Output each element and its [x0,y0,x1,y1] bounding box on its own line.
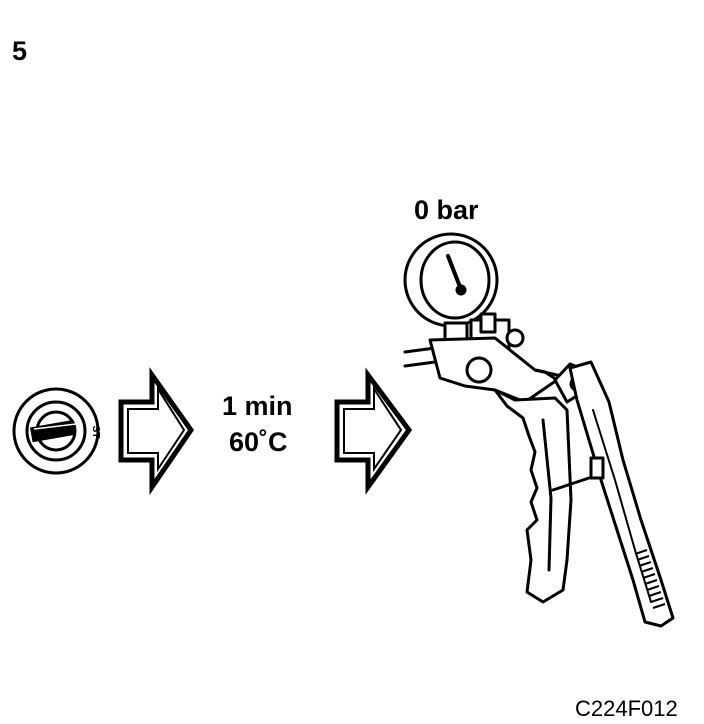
right-arrow-icon [118,367,195,496]
figure-code: C224F012 [575,696,678,721]
switch-position-label: ST [90,426,101,439]
temperature-label: 60˚C [229,427,288,457]
vacuum-pump-gauge-icon [403,232,675,628]
time-label: 1 min [222,391,293,421]
pressure-reading: 0 bar [414,195,479,225]
right-arrow-icon [334,367,413,495]
step-number: 5 [12,36,28,66]
ignition-key-switch-icon: ST [12,387,101,475]
